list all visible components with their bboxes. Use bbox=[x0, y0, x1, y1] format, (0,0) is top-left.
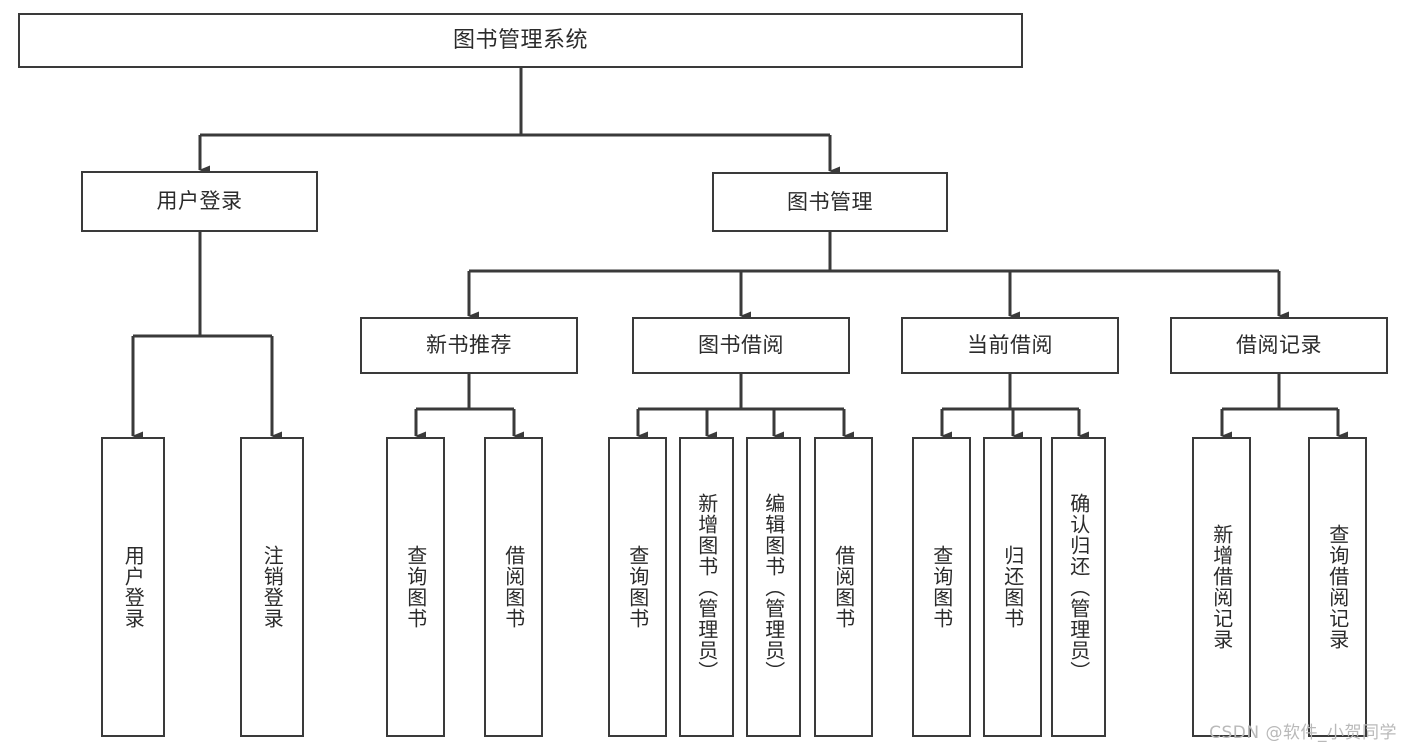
node-label-leaf-6: 新增图书（管理员） bbox=[694, 492, 719, 682]
node-leaf-13[interactable]: 查询借阅记录 bbox=[1308, 437, 1367, 737]
node-leaf-10[interactable]: 归还图书 bbox=[983, 437, 1042, 737]
node-label-leaf-4: 借阅图书 bbox=[501, 545, 526, 629]
node-label-leaf-12: 新增借阅记录 bbox=[1209, 524, 1234, 650]
node-label-borrow: 图书借阅 bbox=[698, 333, 784, 358]
node-label-leaf-8: 借阅图书 bbox=[831, 545, 856, 629]
node-records[interactable]: 借阅记录 bbox=[1170, 317, 1388, 374]
node-label-records: 借阅记录 bbox=[1236, 333, 1322, 358]
node-label-root: 图书管理系统 bbox=[452, 27, 588, 53]
node-label-leaf-9: 查询图书 bbox=[929, 545, 954, 629]
node-leaf-9[interactable]: 查询图书 bbox=[912, 437, 971, 737]
node-leaf-7[interactable]: 编辑图书（管理员） bbox=[746, 437, 801, 737]
node-label-leaf-11: 确认归还（管理员） bbox=[1066, 492, 1091, 682]
node-label-leaf-10: 归还图书 bbox=[1000, 545, 1025, 629]
node-label-leaf-3: 查询图书 bbox=[403, 545, 428, 629]
node-label-leaf-2: 注销登录 bbox=[260, 545, 285, 629]
node-borrow[interactable]: 图书借阅 bbox=[632, 317, 850, 374]
node-label-bookmgmt: 图书管理 bbox=[787, 189, 873, 214]
node-newbook[interactable]: 新书推荐 bbox=[360, 317, 578, 374]
node-label-newbook: 新书推荐 bbox=[426, 333, 512, 358]
node-leaf-5[interactable]: 查询图书 bbox=[608, 437, 667, 737]
node-current[interactable]: 当前借阅 bbox=[901, 317, 1119, 374]
node-leaf-8[interactable]: 借阅图书 bbox=[814, 437, 873, 737]
node-leaf-12[interactable]: 新增借阅记录 bbox=[1192, 437, 1251, 737]
node-label-leaf-1: 用户登录 bbox=[121, 545, 146, 629]
node-leaf-3[interactable]: 查询图书 bbox=[386, 437, 445, 737]
node-leaf-1[interactable]: 用户登录 bbox=[101, 437, 165, 737]
node-label-leaf-5: 查询图书 bbox=[625, 545, 650, 629]
node-label-login: 用户登录 bbox=[156, 189, 243, 214]
node-label-leaf-13: 查询借阅记录 bbox=[1325, 524, 1350, 650]
node-login[interactable]: 用户登录 bbox=[81, 171, 318, 232]
node-leaf-2[interactable]: 注销登录 bbox=[240, 437, 304, 737]
node-root[interactable]: 图书管理系统 bbox=[18, 13, 1023, 68]
node-leaf-4[interactable]: 借阅图书 bbox=[484, 437, 543, 737]
watermark-label: CSDN @软件_小贺同学 bbox=[1209, 723, 1397, 743]
node-label-current: 当前借阅 bbox=[967, 333, 1053, 358]
node-leaf-11[interactable]: 确认归还（管理员） bbox=[1051, 437, 1106, 737]
node-bookmgmt[interactable]: 图书管理 bbox=[712, 172, 948, 232]
node-label-leaf-7: 编辑图书（管理员） bbox=[761, 492, 786, 682]
node-leaf-6[interactable]: 新增图书（管理员） bbox=[679, 437, 734, 737]
